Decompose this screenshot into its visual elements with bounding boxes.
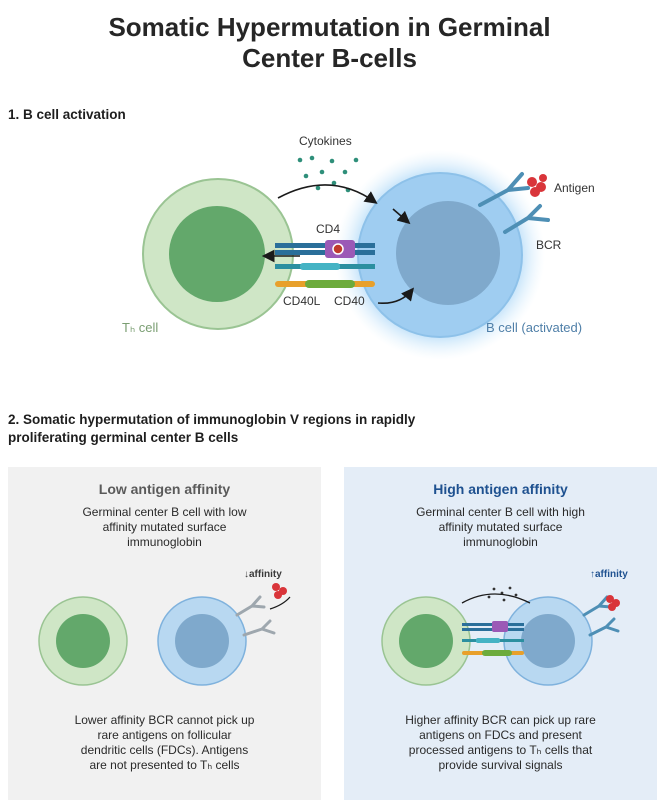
cd40l-label: CD40L [283,294,321,308]
cytokine-dots [297,155,359,193]
high-desc-line-3: immunoglobin [463,535,538,549]
low-desc-line-2: affinity mutated surface [102,520,227,534]
receptor-pairs [275,240,375,288]
high-foot-line-4: provide survival signals [438,758,563,772]
high-affinity-scene [381,586,620,686]
low-affinity-indicator: ↓affinity [244,569,282,580]
low-foot-line-1: Lower affinity BCR cannot pick up [74,713,255,727]
cd40-arrow [377,287,415,305]
section-2-heading: 2. Somatic hypermutation of immunoglobin… [8,411,528,447]
title-line-1: Somatic Hypermutation in Germinal [108,12,551,42]
cd4-label: CD4 [316,222,341,236]
high-foot-line-2: antigens on FDCs and present [419,728,582,742]
high-desc-line-1: Germinal center B cell with high [416,505,585,519]
low-affinity-scene [38,583,291,686]
low-desc-line-1: Germinal center B cell with low [82,505,247,519]
high-bcr [582,595,620,637]
th-cell [142,178,294,330]
high-affinity-footnote: Higher affinity BCR can pick up rare ant… [356,713,645,773]
high-affinity-title: High antigen affinity [433,481,568,497]
b-cell-label: B cell (activated) [486,320,583,335]
low-foot-line-3: dendritic cells (FDCs). Antigens [80,743,249,757]
diagram-title: Somatic Hypermutation in Germinal Center… [0,12,659,74]
low-foot-line-4: are not presented to Tₕ cells [89,758,240,772]
bcr-label: BCR [536,238,562,252]
high-affinity-description: Germinal center B cell with high affinit… [364,505,637,550]
high-receptor-pairs [462,621,524,656]
low-antigen [272,583,287,599]
high-desc-line-2: affinity mutated surface [438,520,563,534]
high-cytokine-dots [487,586,518,602]
activation-scene [142,150,550,360]
low-repel-arrow [269,596,291,610]
low-affinity-panel: Low antigen affinity Germinal center B c… [8,467,321,800]
high-affinity-panel: High antigen affinity Germinal center B … [344,467,657,800]
bcr-receptors [478,172,550,234]
cd40-label: CD40 [334,294,365,308]
antigen-molecule [527,174,547,197]
low-bcr [235,595,276,637]
low-affinity-footnote: Lower affinity BCR cannot pick up rare a… [20,713,309,773]
inner-arrow [392,208,411,225]
low-affinity-description: Germinal center B cell with low affinity… [28,505,301,550]
cytokine-arrow [277,184,378,204]
low-foot-line-2: rare antigens on follicular [97,728,232,742]
section-1-heading: 1. B cell activation [8,107,126,122]
high-foot-line-3: processed antigens to Tₕ cells that [408,743,593,757]
cytokines-label: Cytokines [299,134,352,148]
section-2-heading-line-1: 2. Somatic hypermutation of immunoglobin… [8,412,416,427]
title-line-2: Center B-cells [242,43,417,73]
high-affinity-indicator: ↑affinity [590,569,628,580]
low-affinity-title: Low antigen affinity [98,481,231,497]
section-2-heading-line-2: proliferating germinal center B cells [8,430,239,445]
high-foot-line-1: Higher affinity BCR can pick up rare [405,713,596,727]
low-desc-line-3: immunoglobin [127,535,202,549]
th-cell-label: Tₕ cell [122,320,159,335]
high-cytokine-arrow [461,593,531,604]
antigen-label: Antigen [554,181,595,195]
high-antigen [606,595,620,611]
